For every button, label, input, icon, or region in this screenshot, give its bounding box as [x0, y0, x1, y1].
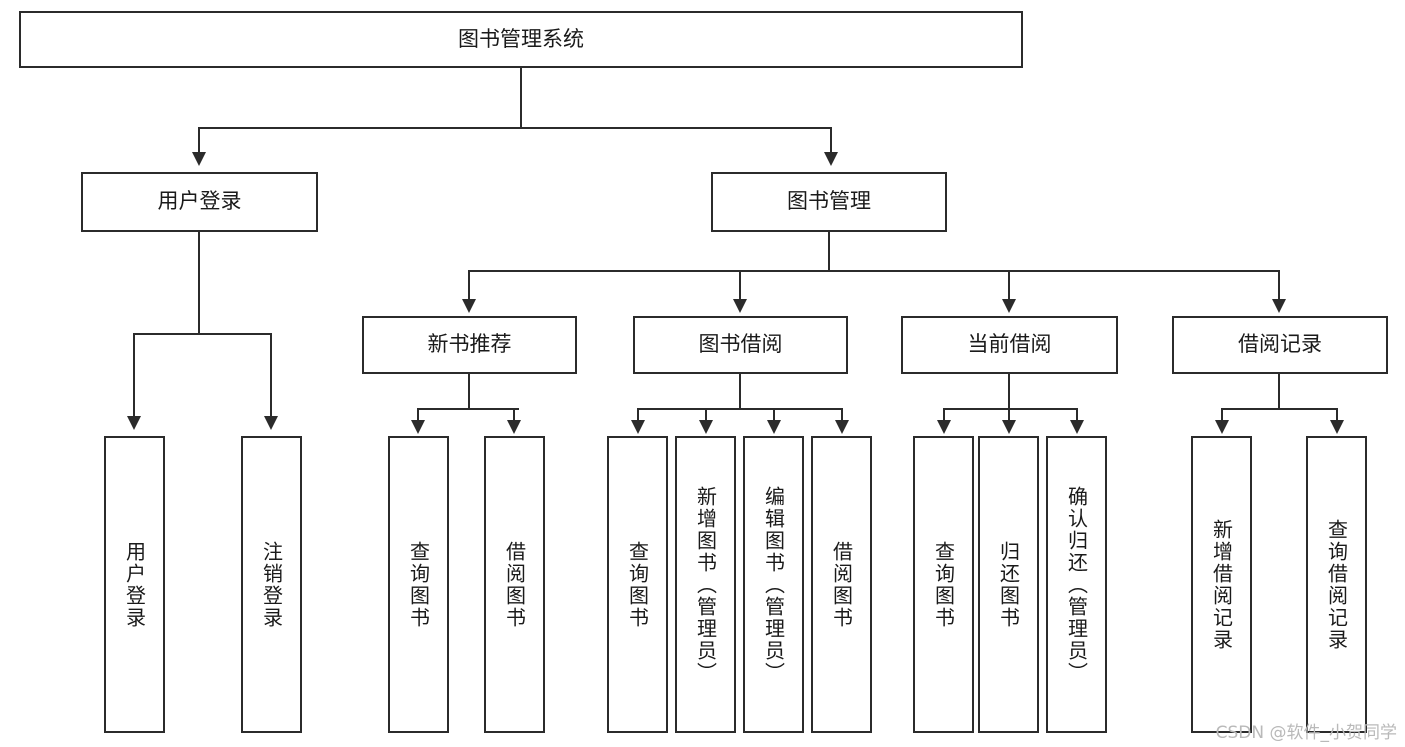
- node-book-borrow[interactable]: 图书借阅: [633, 316, 848, 374]
- arrow-borrow-record-to-leaf-2: [1330, 420, 1344, 434]
- edge-book-borrow-to-leaf-3: [773, 408, 775, 422]
- node-borrow-record[interactable]: 借阅记录: [1172, 316, 1388, 374]
- edge-borrow-record-bar: [1221, 408, 1337, 410]
- node-label: 借阅记录: [1238, 332, 1322, 357]
- leaf-borrow-record-add[interactable]: 新增借阅记录: [1191, 436, 1252, 733]
- edge-current-borrow-to-leaf-1: [943, 408, 945, 422]
- arrow-user-login-to-leaf-2: [264, 416, 278, 430]
- arrow-book-manage-to-l3-2: [733, 299, 747, 313]
- edge-root-bar: [198, 127, 832, 129]
- edge-book-manage-to-l3-4: [1278, 270, 1280, 301]
- leaf-book-borrow-query[interactable]: 查询图书: [607, 436, 668, 733]
- arrow-book-manage-to-l3-3: [1002, 299, 1016, 313]
- leaf-book-borrow-borrow[interactable]: 借阅图书: [811, 436, 872, 733]
- node-current-borrow[interactable]: 当前借阅: [901, 316, 1118, 374]
- node-label: 图书管理系统: [458, 26, 584, 51]
- leaf-label: 查询图书: [931, 540, 956, 629]
- leaf-current-borrow-confirm[interactable]: 确认归还（管理员）: [1046, 436, 1107, 733]
- arrow-book-borrow-to-leaf-4: [835, 420, 849, 434]
- edge-user-login-stem: [198, 232, 200, 333]
- edge-borrow-record-to-leaf-1: [1221, 408, 1223, 422]
- node-label: 图书借阅: [698, 332, 783, 357]
- edge-book-manage-bar: [468, 270, 1280, 272]
- arrow-current-borrow-to-leaf-3: [1070, 420, 1084, 434]
- edge-current-borrow-to-leaf-2: [1008, 408, 1010, 422]
- edge-book-manage-stem: [828, 232, 830, 270]
- node-new-book-recommend[interactable]: 新书推荐: [362, 316, 577, 374]
- leaf-new-book-borrow[interactable]: 借阅图书: [484, 436, 545, 733]
- edge-book-manage-to-l3-1: [468, 270, 470, 301]
- edge-user-login-bar: [133, 333, 270, 335]
- edge-current-borrow-stem: [1008, 374, 1010, 408]
- leaf-label: 注销登录: [259, 540, 284, 629]
- edge-book-borrow-to-leaf-4: [841, 408, 843, 422]
- arrow-borrow-record-to-leaf-1: [1215, 420, 1229, 434]
- leaf-borrow-record-query[interactable]: 查询借阅记录: [1306, 436, 1367, 733]
- arrow-book-manage-to-l3-4: [1272, 299, 1286, 313]
- edge-book-manage-to-l3-3: [1008, 270, 1010, 301]
- leaf-label: 查询图书: [406, 540, 431, 629]
- node-label: 用户登录: [157, 189, 242, 214]
- node-user-login[interactable]: 用户登录: [81, 172, 318, 232]
- arrow-user-login-to-leaf-1: [127, 416, 141, 430]
- edge-new-book-stem: [468, 374, 470, 408]
- edge-new-book-to-leaf-1: [417, 408, 419, 422]
- node-root-library-system[interactable]: 图书管理系统: [19, 11, 1023, 68]
- arrow-current-borrow-to-leaf-1: [937, 420, 951, 434]
- edge-current-borrow-bar: [943, 408, 1078, 410]
- edge-borrow-record-stem: [1278, 374, 1280, 408]
- node-book-management[interactable]: 图书管理: [711, 172, 947, 232]
- edge-book-borrow-to-leaf-2: [705, 408, 707, 422]
- leaf-label: 新增图书（管理员）: [693, 485, 718, 684]
- edge-new-book-to-leaf-2: [513, 408, 515, 422]
- edge-user-login-to-leaf-2: [270, 333, 272, 418]
- leaf-label: 查询图书: [625, 540, 650, 629]
- leaf-user-login-login[interactable]: 用户登录: [104, 436, 165, 733]
- arrow-root-to-user-login: [192, 152, 206, 166]
- leaf-label: 确认归还（管理员）: [1064, 485, 1089, 684]
- arrow-book-borrow-to-leaf-3: [767, 420, 781, 434]
- edge-root-stem: [520, 68, 522, 127]
- edge-book-manage-to-l3-2: [739, 270, 741, 301]
- leaf-book-borrow-add[interactable]: 新增图书（管理员）: [675, 436, 736, 733]
- arrow-root-to-book-manage: [824, 152, 838, 166]
- edge-current-borrow-to-leaf-3: [1076, 408, 1078, 422]
- node-label: 图书管理: [787, 189, 871, 214]
- edge-root-to-user-login: [198, 127, 200, 154]
- edge-book-borrow-to-leaf-1: [637, 408, 639, 422]
- edge-borrow-record-to-leaf-2: [1336, 408, 1338, 422]
- node-label: 新书推荐: [427, 332, 512, 357]
- leaf-current-borrow-query[interactable]: 查询图书: [913, 436, 974, 733]
- leaf-label: 借阅图书: [829, 540, 854, 629]
- leaf-book-borrow-edit[interactable]: 编辑图书（管理员）: [743, 436, 804, 733]
- leaf-label: 借阅图书: [502, 540, 527, 629]
- leaf-label: 新增借阅记录: [1209, 518, 1234, 651]
- arrow-current-borrow-to-leaf-2: [1002, 420, 1016, 434]
- edge-user-login-to-leaf-1: [133, 333, 135, 418]
- edge-book-borrow-stem: [739, 374, 741, 408]
- arrow-new-book-to-leaf-2: [507, 420, 521, 434]
- edge-root-to-book-manage: [830, 127, 832, 154]
- leaf-label: 归还图书: [996, 540, 1021, 629]
- leaf-label: 查询借阅记录: [1324, 518, 1349, 651]
- leaf-label: 编辑图书（管理员）: [761, 485, 786, 684]
- arrow-book-manage-to-l3-1: [462, 299, 476, 313]
- leaf-user-login-logout[interactable]: 注销登录: [241, 436, 302, 733]
- node-label: 当前借阅: [967, 332, 1052, 357]
- leaf-new-book-query[interactable]: 查询图书: [388, 436, 449, 733]
- edge-book-borrow-bar: [637, 408, 842, 410]
- arrow-book-borrow-to-leaf-1: [631, 420, 645, 434]
- edge-new-book-bar: [417, 408, 519, 410]
- arrow-new-book-to-leaf-1: [411, 420, 425, 434]
- leaf-current-borrow-return[interactable]: 归还图书: [978, 436, 1039, 733]
- leaf-label: 用户登录: [122, 540, 147, 629]
- arrow-book-borrow-to-leaf-2: [699, 420, 713, 434]
